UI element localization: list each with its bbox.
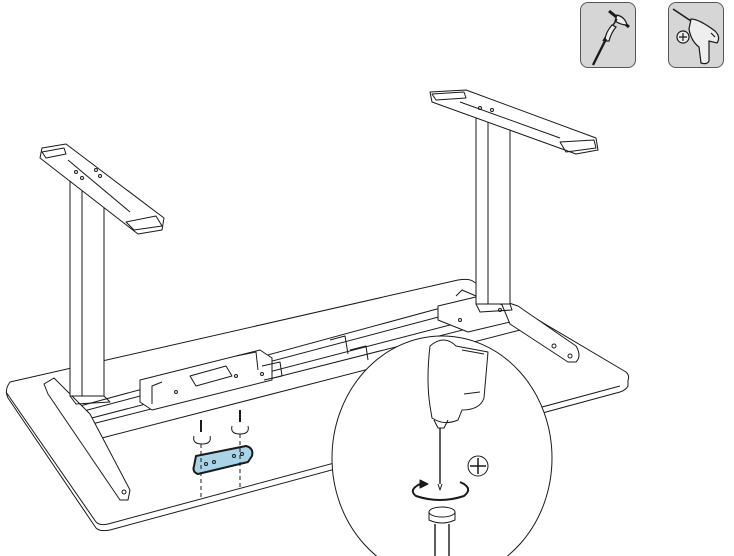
detail-magnifier	[331, 335, 553, 556]
crossbeam-frame	[79, 295, 521, 441]
tool-box-hex-key: Hex key (T-handle)	[580, 2, 636, 68]
right-leg	[475, 113, 513, 313]
control-panel-group	[192, 410, 254, 500]
left-leg	[69, 179, 111, 405]
left-foot	[43, 377, 131, 501]
right-top-bracket	[429, 89, 599, 155]
tool-box-power-drill	[668, 2, 724, 68]
right-foot	[455, 289, 580, 363]
hex-key-icon	[591, 9, 630, 66]
left-top-bracket	[39, 143, 165, 235]
power-drill-icon	[672, 8, 720, 65]
